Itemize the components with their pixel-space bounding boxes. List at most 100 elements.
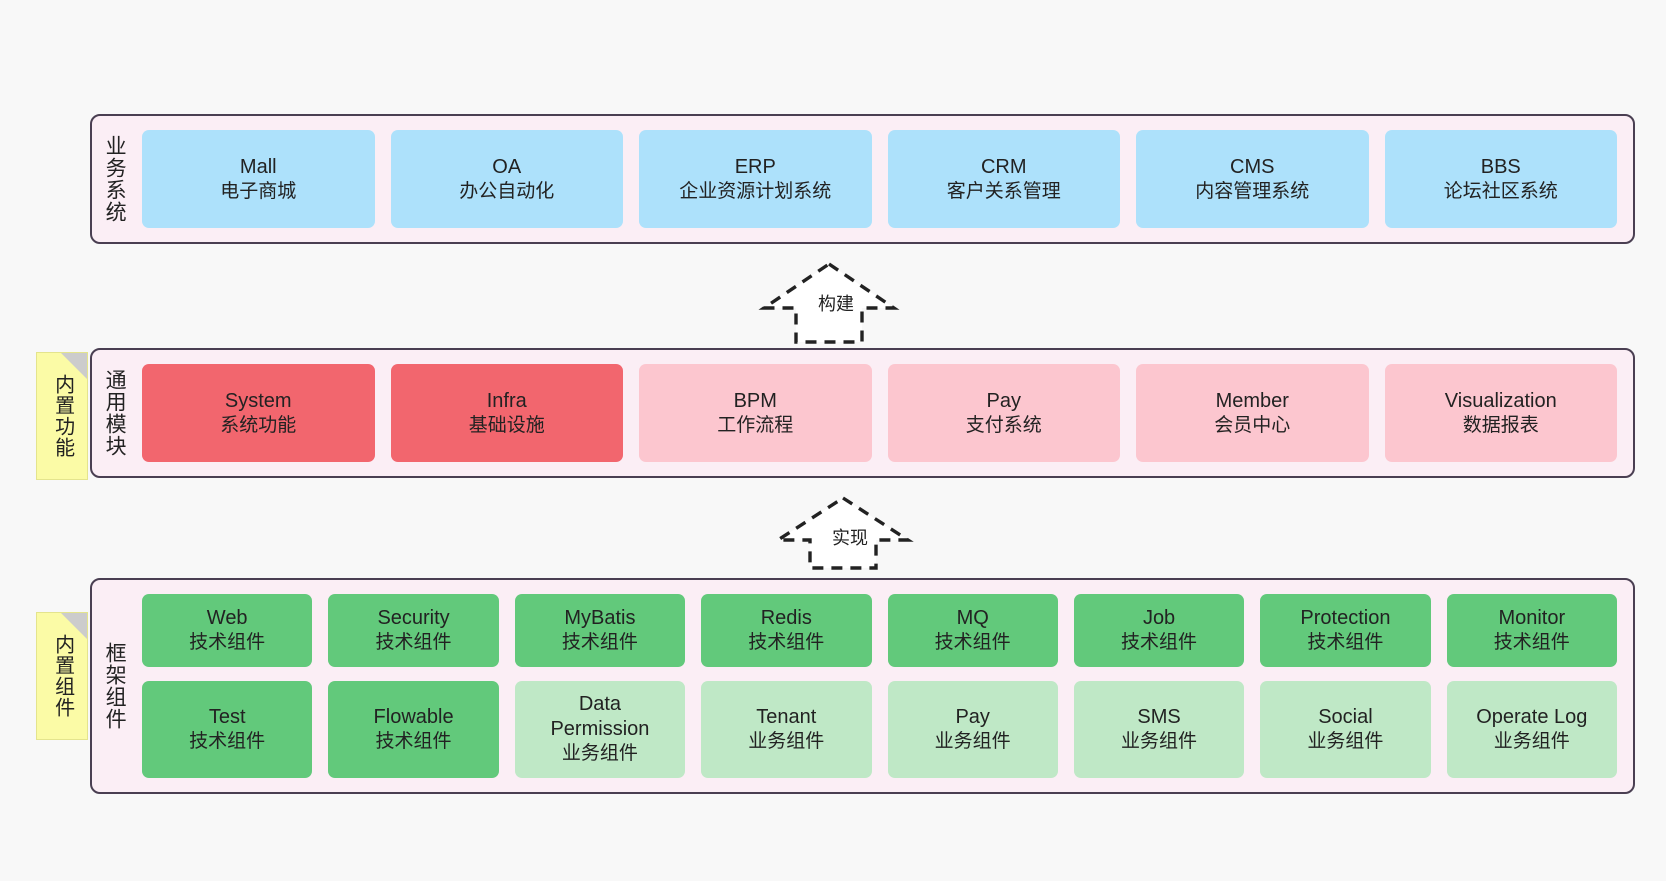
node-subtitle: 业务组件 — [748, 730, 825, 752]
node-title: Security — [377, 606, 450, 629]
layer-title-common-modules: 通用模块 — [103, 369, 127, 457]
node-subtitle: 技术组件 — [189, 730, 266, 752]
node-title: Mall — [239, 155, 277, 178]
node-job[interactable]: Job 技术组件 — [1073, 594, 1245, 667]
node-title: Protection — [1300, 606, 1391, 629]
node-subtitle: 技术组件 — [561, 631, 638, 653]
node-tenant[interactable]: Tenant 业务组件 — [701, 680, 872, 778]
node-subtitle: 工作流程 — [717, 414, 794, 436]
node-subtitle: 技术组件 — [1121, 631, 1198, 653]
node-web[interactable]: Web 技术组件 — [142, 594, 313, 667]
node-subtitle: 业务组件 — [1493, 730, 1570, 752]
node-title: Member — [1215, 389, 1289, 412]
layer-title-framework-components: 框架组件 — [103, 642, 127, 730]
node-title: System — [224, 389, 292, 412]
node-infra[interactable]: Infra 基础设施 — [390, 364, 623, 462]
node-title: Data Permission — [550, 693, 650, 741]
node-subtitle: 业务组件 — [1121, 730, 1198, 752]
node-crm[interactable]: CRM 客户关系管理 — [887, 130, 1120, 228]
node-title: OA — [492, 155, 522, 178]
node-member[interactable]: Member 会员中心 — [1136, 364, 1369, 462]
node-subtitle: 系统功能 — [220, 414, 297, 436]
connector-build-arrow-icon — [758, 258, 900, 346]
node-title: Redis — [760, 606, 812, 629]
node-subtitle: 支付系统 — [965, 414, 1042, 436]
node-subtitle: 业务组件 — [934, 730, 1011, 752]
node-title: Flowable — [373, 705, 454, 728]
layer-title-business-systems: 业务系统 — [103, 135, 127, 223]
layer-row: Mall 电子商城 OA 办公自动化 ERP 企业资源计划系统 CRM 客户关系… — [142, 130, 1617, 228]
note-label: 内置组件 — [51, 634, 74, 718]
connector-build-label: 构建 — [818, 294, 854, 314]
node-sms[interactable]: SMS 业务组件 — [1073, 680, 1245, 778]
node-subtitle: 业务组件 — [1307, 730, 1384, 752]
node-subtitle: 企业资源计划系统 — [679, 180, 832, 202]
node-redis[interactable]: Redis 技术组件 — [701, 594, 872, 667]
node-flowable[interactable]: Flowable 技术组件 — [328, 680, 499, 778]
node-title: Infra — [486, 389, 527, 412]
node-pay-component[interactable]: Pay 业务组件 — [887, 680, 1058, 778]
node-pay[interactable]: Pay 支付系统 — [887, 364, 1120, 462]
node-title: Test — [208, 705, 246, 728]
node-subtitle: 业务组件 — [561, 743, 638, 765]
node-system[interactable]: System 系统功能 — [142, 364, 375, 462]
connector-implement-label: 实现 — [832, 528, 868, 548]
layer-body-common-modules: System 系统功能 Infra 基础设施 BPM 工作流程 Pay 支付系统… — [136, 350, 1633, 476]
node-title: Tenant — [756, 705, 817, 728]
node-mybatis[interactable]: MyBatis 技术组件 — [514, 594, 686, 667]
node-cms[interactable]: CMS 内容管理系统 — [1136, 130, 1369, 228]
node-operate-log[interactable]: Operate Log 业务组件 — [1446, 680, 1617, 778]
node-subtitle: 客户关系管理 — [946, 180, 1061, 202]
node-subtitle: 技术组件 — [1307, 631, 1384, 653]
node-title: MyBatis — [564, 606, 636, 629]
note-fold-corner-icon — [61, 613, 87, 639]
node-title: BPM — [733, 389, 777, 412]
note-fold-corner-icon — [61, 353, 87, 379]
node-subtitle: 数据报表 — [1462, 414, 1539, 436]
node-subtitle: 技术组件 — [748, 631, 825, 653]
node-title: Monitor — [1498, 606, 1566, 629]
node-bpm[interactable]: BPM 工作流程 — [639, 364, 872, 462]
node-security[interactable]: Security 技术组件 — [328, 594, 499, 667]
node-title: ERP — [734, 155, 776, 178]
layer-body-framework-components: Web 技术组件 Security 技术组件 MyBatis 技术组件 Redi… — [136, 580, 1633, 792]
layer-body-business-systems: Mall 电子商城 OA 办公自动化 ERP 企业资源计划系统 CRM 客户关系… — [136, 116, 1633, 242]
layer-business-systems: 业务系统 Mall 电子商城 OA 办公自动化 ERP 企业资源计划系统 CRM… — [90, 114, 1635, 244]
node-subtitle: 技术组件 — [375, 730, 452, 752]
node-mall[interactable]: Mall 电子商城 — [142, 130, 375, 228]
node-title: MQ — [956, 606, 989, 629]
node-title: Pay — [986, 389, 1021, 412]
layer-row: Test 技术组件 Flowable 技术组件 Data Permission … — [142, 680, 1617, 778]
node-monitor[interactable]: Monitor 技术组件 — [1446, 594, 1617, 667]
layer-row: System 系统功能 Infra 基础设施 BPM 工作流程 Pay 支付系统… — [142, 364, 1617, 462]
note-builtin-component: 内置组件 — [36, 612, 88, 740]
node-title: Pay — [955, 705, 990, 728]
node-data-permission[interactable]: Data Permission 业务组件 — [514, 680, 686, 778]
node-mq[interactable]: MQ 技术组件 — [887, 594, 1058, 667]
node-title: Operate Log — [1476, 705, 1588, 728]
layer-framework-components: 框架组件 Web 技术组件 Security 技术组件 MyBatis 技术组件… — [90, 578, 1635, 794]
node-erp[interactable]: ERP 企业资源计划系统 — [639, 130, 872, 228]
node-subtitle: 基础设施 — [468, 414, 545, 436]
node-title: Web — [206, 606, 248, 629]
node-title: SMS — [1137, 705, 1181, 728]
node-title: Social — [1318, 705, 1373, 728]
node-title: CRM — [980, 155, 1027, 178]
node-bbs[interactable]: BBS 论坛社区系统 — [1384, 130, 1617, 228]
layer-common-modules: 通用模块 System 系统功能 Infra 基础设施 BPM 工作流程 Pay… — [90, 348, 1635, 478]
node-subtitle: 会员中心 — [1214, 414, 1291, 436]
node-title: BBS — [1480, 155, 1521, 178]
note-label: 内置功能 — [51, 374, 74, 458]
node-test[interactable]: Test 技术组件 — [142, 680, 313, 778]
node-subtitle: 技术组件 — [1493, 631, 1570, 653]
node-subtitle: 技术组件 — [189, 631, 266, 653]
node-visualization[interactable]: Visualization 数据报表 — [1384, 364, 1617, 462]
node-oa[interactable]: OA 办公自动化 — [390, 130, 623, 228]
node-subtitle: 技术组件 — [375, 631, 452, 653]
node-protection[interactable]: Protection 技术组件 — [1260, 594, 1431, 667]
node-subtitle: 内容管理系统 — [1195, 180, 1310, 202]
node-social[interactable]: Social 业务组件 — [1260, 680, 1431, 778]
node-title: Job — [1142, 606, 1176, 629]
node-title: CMS — [1230, 155, 1275, 178]
node-subtitle: 电子商城 — [220, 180, 297, 202]
